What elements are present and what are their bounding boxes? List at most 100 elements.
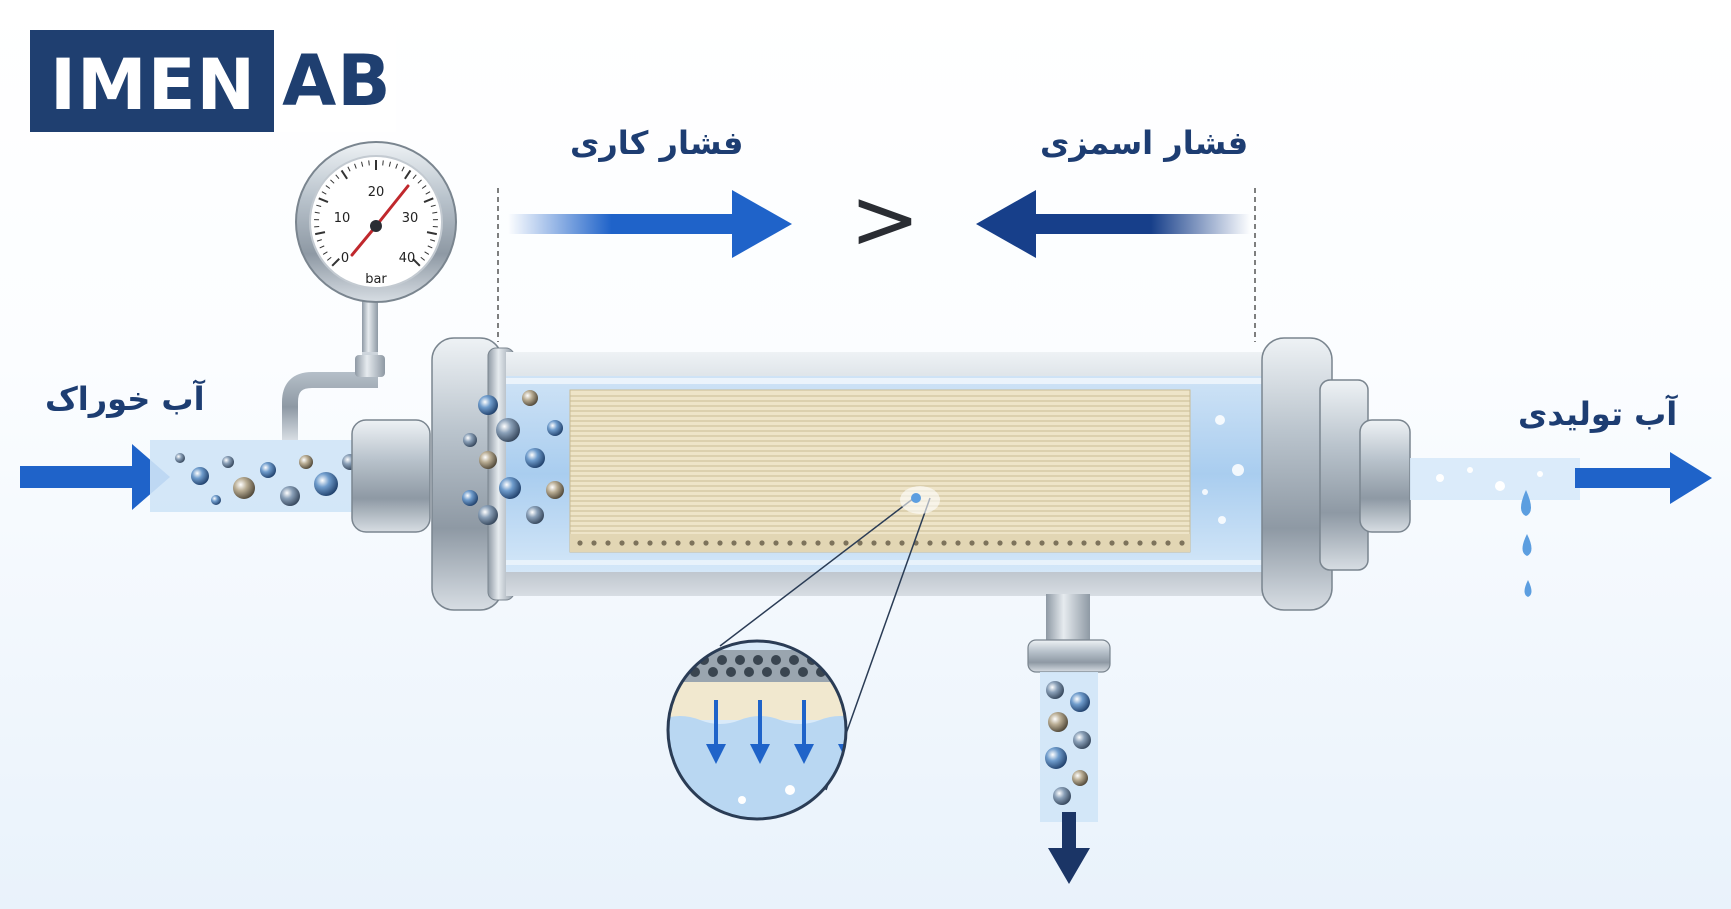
membrane-pore <box>1179 540 1185 546</box>
permeation-arrow-shaft <box>714 700 718 748</box>
gauge-tick-mark <box>316 204 322 208</box>
membrane-pore <box>815 540 821 546</box>
logo-part-ab: AB <box>274 30 396 132</box>
membrane-pore <box>927 540 933 546</box>
gauge-tick-mark <box>347 166 351 172</box>
membrane-pore <box>843 540 849 546</box>
gauge-unit: bar <box>365 272 387 287</box>
membrane-pore <box>731 540 737 546</box>
membrane-pore <box>1095 540 1101 546</box>
magnified-pore <box>780 667 790 677</box>
gauge-tick-mark <box>430 239 436 242</box>
magnified-pore <box>668 655 673 665</box>
feed-arrow-icon <box>20 444 170 510</box>
permeation-arrow-head <box>706 744 726 764</box>
membrane-pore <box>675 540 681 546</box>
concentrate-tee <box>1046 594 1090 642</box>
gauge-tick-mark <box>395 163 398 169</box>
gauge-tick-mark <box>421 185 427 189</box>
membrane-pore <box>577 540 583 546</box>
gauge-tick-mark <box>327 256 332 261</box>
gauge-tick-20: 20 <box>368 185 385 200</box>
membrane-pore <box>983 540 989 546</box>
membrane-pore <box>745 540 751 546</box>
gauge-tick-mark <box>427 245 433 249</box>
vessel-particles <box>462 390 564 525</box>
membrane-pore <box>955 540 961 546</box>
membrane-pore <box>759 540 765 546</box>
permeate-droplets <box>1202 415 1244 524</box>
magnified-pore <box>852 667 862 677</box>
membrane-pore <box>969 540 975 546</box>
membrane-pore <box>871 540 877 546</box>
gauge-tick-mark <box>314 211 320 214</box>
gauge-tick-mark <box>314 231 326 236</box>
membrane-pore <box>1123 540 1129 546</box>
magnified-pore <box>789 655 799 665</box>
membrane-pore <box>619 540 625 546</box>
magnified-pore <box>798 667 808 677</box>
outlet-pipe <box>1410 458 1580 500</box>
membrane-pore <box>1081 540 1087 546</box>
magnified-pore <box>843 655 846 665</box>
gauge-tick-mark <box>331 258 340 267</box>
outlet-droplets <box>1436 467 1543 491</box>
magnified-pore <box>834 667 844 677</box>
membrane-pore <box>1067 540 1073 546</box>
membrane-pore <box>787 540 793 546</box>
membrane-pore <box>717 540 723 546</box>
magnified-pore <box>753 655 763 665</box>
gauge-tick-mark <box>426 231 438 236</box>
permeation-arrow-head <box>750 744 770 764</box>
gauge-tick-mark <box>432 211 438 214</box>
gauge-tick-mark <box>401 166 405 172</box>
membrane-pore <box>633 540 639 546</box>
magnified-pore <box>825 655 835 665</box>
permeation-arrow-shaft <box>802 700 806 748</box>
membrane-pore <box>1151 540 1157 546</box>
magnified-pore <box>726 667 736 677</box>
gauge-tick-mark <box>330 179 335 184</box>
concentrate-particles <box>1045 681 1091 805</box>
magnified-pore <box>762 667 772 677</box>
gauge-tick-mark <box>412 174 417 179</box>
gauge-pipe <box>282 330 378 440</box>
gauge-tick-mark <box>388 161 391 167</box>
membrane-pore <box>1165 540 1171 546</box>
arrow-left-icon <box>976 190 1250 258</box>
membrane-pore <box>941 540 947 546</box>
gauge-tick-mark <box>321 191 327 195</box>
membrane-pore <box>1053 540 1059 546</box>
imenab-logo: IMEN AB <box>30 30 396 132</box>
membrane-pore <box>1039 540 1045 546</box>
gauge-needle <box>374 184 410 228</box>
gauge-tick-mark <box>319 245 325 249</box>
membrane-pore <box>605 540 611 546</box>
inlet-flange <box>351 419 431 533</box>
membrane-element <box>569 389 1191 553</box>
gauge-tick-mark <box>354 163 357 169</box>
membrane-pore <box>1025 540 1031 546</box>
gauge-tick-mark <box>318 197 329 204</box>
logo-part-imen: IMEN <box>30 30 275 132</box>
membrane-pore <box>591 540 597 546</box>
gauge-tick-0: 0 <box>341 251 349 266</box>
membrane-pore <box>647 540 653 546</box>
gauge-tick-30: 30 <box>402 211 419 226</box>
water-drop-icon <box>1521 490 1532 597</box>
membrane-pore <box>689 540 695 546</box>
magnified-pore <box>744 667 754 677</box>
gauge-tick-mark <box>340 169 348 180</box>
gauge-tick-mark <box>420 256 425 261</box>
arrow-down-icon <box>1048 812 1090 884</box>
gauge-tick-mark <box>368 160 370 166</box>
magnified-pore <box>771 655 781 665</box>
membrane-pore <box>885 540 891 546</box>
membrane-pore <box>857 540 863 546</box>
membrane-pore <box>829 540 835 546</box>
product-arrow-icon <box>1575 452 1712 504</box>
gauge-tick-40: 40 <box>399 251 416 266</box>
feed-water-label: آب خوراک <box>45 380 205 418</box>
magnified-pore <box>672 667 682 677</box>
gauge-tick-mark <box>424 251 430 255</box>
